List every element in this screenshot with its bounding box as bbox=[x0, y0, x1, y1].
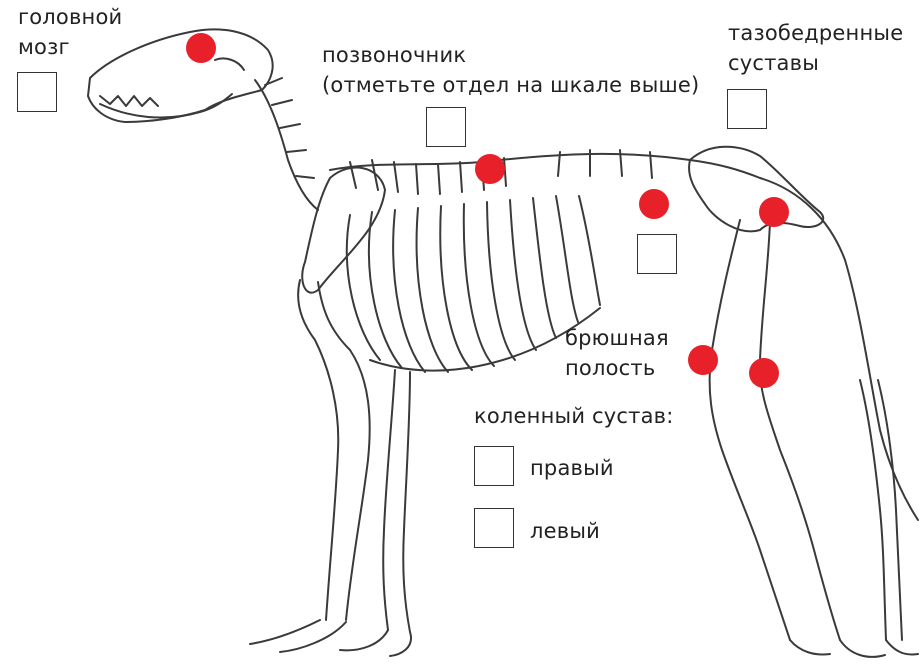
brain-label-line2: мозг bbox=[18, 34, 70, 60]
scapula bbox=[302, 168, 385, 293]
spine-checkbox[interactable] bbox=[426, 107, 466, 147]
skull bbox=[88, 29, 273, 122]
hips-label-line1: тазобедренные bbox=[728, 20, 903, 46]
hind-leg bbox=[710, 220, 918, 657]
neck-vertebrae bbox=[255, 80, 318, 210]
knee-right-marker bbox=[688, 345, 718, 375]
spine-label-line1: позвоночник bbox=[322, 42, 466, 68]
brain-marker bbox=[186, 33, 216, 63]
knee-right-label: правый bbox=[530, 455, 614, 481]
rib-cage bbox=[347, 196, 600, 372]
knee-left-marker bbox=[749, 358, 779, 388]
tail bbox=[760, 178, 918, 520]
abdomen-label-line2: полость bbox=[565, 355, 655, 381]
hip-marker bbox=[759, 197, 789, 227]
abdomen-label-line1: брюшная bbox=[565, 325, 669, 351]
knee-left-label: левый bbox=[530, 518, 600, 544]
pelvis bbox=[689, 147, 823, 232]
front-leg bbox=[250, 280, 411, 656]
knee-left-checkbox[interactable] bbox=[474, 508, 514, 548]
hips-checkbox[interactable] bbox=[727, 89, 767, 129]
knee-title: коленный сустав: bbox=[474, 403, 674, 429]
abdomen-checkbox[interactable] bbox=[637, 234, 677, 274]
hips-label-line2: суставы bbox=[728, 50, 819, 76]
brain-label-line1: головной bbox=[18, 4, 122, 30]
spine-label-line2: (отметьте отдел на шкале выше) bbox=[322, 72, 699, 98]
spine-marker bbox=[475, 154, 505, 184]
brain-checkbox[interactable] bbox=[17, 72, 57, 112]
abdomen-marker bbox=[639, 189, 669, 219]
knee-right-checkbox[interactable] bbox=[474, 446, 514, 486]
